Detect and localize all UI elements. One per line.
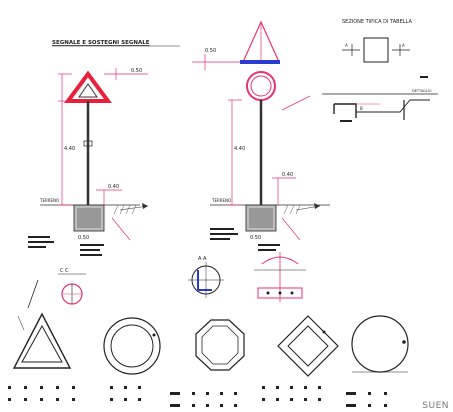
left-notes xyxy=(28,236,104,256)
left-dim-footing: 0.50 xyxy=(78,235,89,241)
shape-triangle xyxy=(12,312,72,369)
section-square xyxy=(363,37,389,63)
right-dim-mid: 4.40 xyxy=(234,146,245,152)
right-dim-footing: 0.50 xyxy=(250,235,261,241)
shape-large-circle xyxy=(351,315,409,373)
left-ground-label: TERRENO xyxy=(39,198,59,203)
detail-clamp xyxy=(254,252,306,302)
right-ground-label: TERRENO xyxy=(211,198,231,203)
section-tick-right: A xyxy=(402,43,405,48)
shape-diamond xyxy=(277,315,339,377)
detail-label: DETTAGLIO xyxy=(412,89,432,93)
left-dim-base: 0.40 xyxy=(108,184,119,190)
corner-mark: SUEN xyxy=(422,401,449,411)
detail-cc-label: C C xyxy=(60,268,69,274)
shape-dim-rows xyxy=(8,386,387,407)
right-dim-top: 0.50 xyxy=(205,48,216,54)
title-right: SEZIONE TIPICA DI TABELLA xyxy=(342,19,412,25)
detail-aa: A A xyxy=(188,256,224,298)
shape-circle xyxy=(103,317,161,375)
left-sign-assembly: 0.50 4.40 0.40 0.50 TERRENO xyxy=(28,68,148,256)
shape-octagon xyxy=(195,319,245,371)
section-detail: A A DETTAGLIO B xyxy=(322,37,438,122)
right-dim-base: 0.40 xyxy=(282,172,293,178)
title-left: SEGNALE E SOSTEGNI SEGNALE xyxy=(52,40,150,46)
detail-aa-label: A A xyxy=(198,256,207,262)
right-sign-assembly: 0.50 4.40 0.40 0.50 TERRENO xyxy=(119,20,330,251)
detail-cc: C C xyxy=(27,268,86,309)
right-notes xyxy=(210,228,280,251)
section-tick-side: B xyxy=(360,106,363,111)
section-tick-left: A xyxy=(345,43,348,48)
left-dim-top: 0.50 xyxy=(131,68,142,74)
left-dim-mid: 4.40 xyxy=(64,146,75,152)
